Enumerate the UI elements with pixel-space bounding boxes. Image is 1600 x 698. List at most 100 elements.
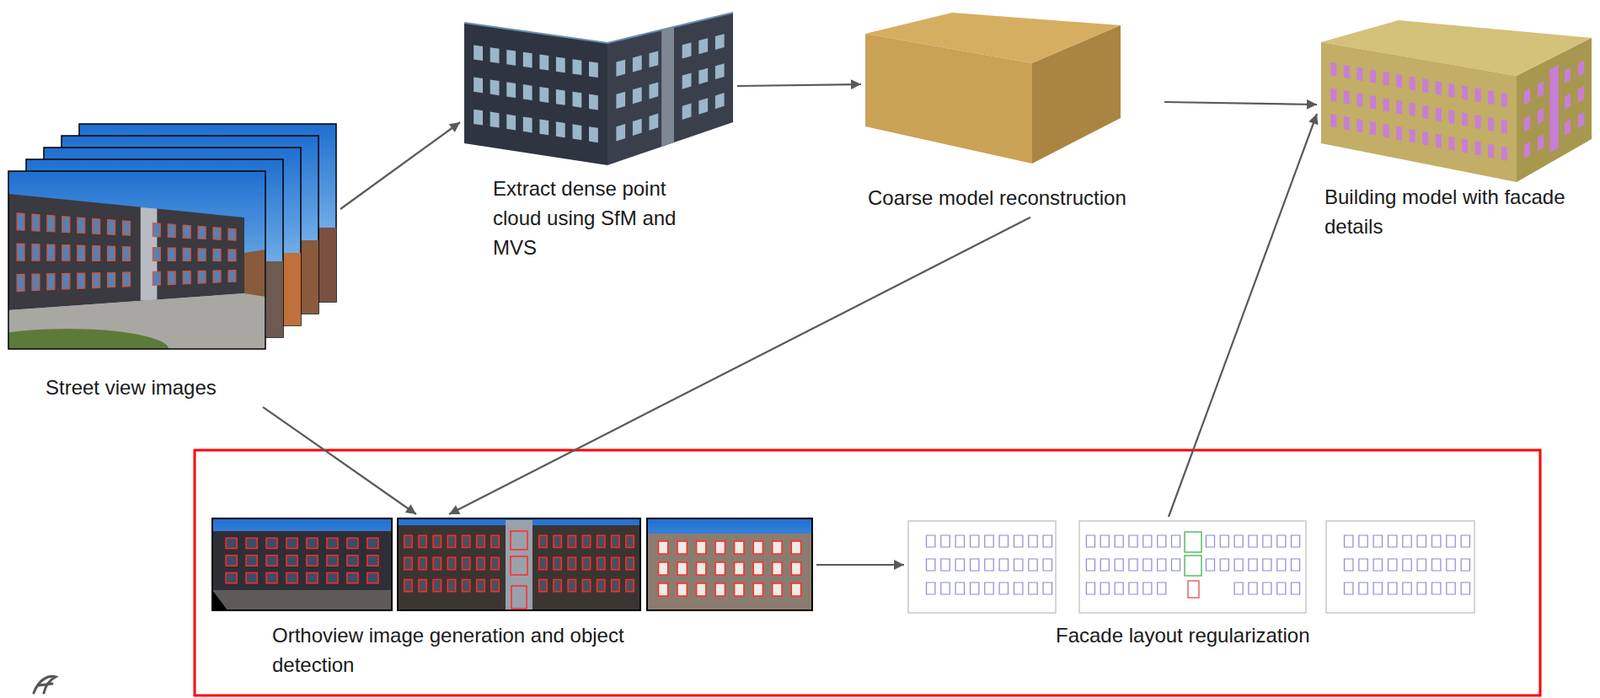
box-face (1032, 25, 1121, 164)
model-window (1422, 105, 1429, 120)
cloud-window (682, 102, 692, 120)
layout-window (1234, 558, 1243, 571)
model-window (1343, 90, 1350, 105)
layout-window (999, 535, 1008, 547)
cloud-window (523, 117, 533, 134)
cloud-window (588, 126, 599, 143)
cloud-window (490, 47, 500, 64)
model-stairwell (1549, 64, 1559, 153)
model-window (1409, 128, 1416, 144)
ortho-frame (397, 518, 641, 611)
layout-window (984, 582, 994, 594)
layout-window (955, 582, 964, 594)
ortho-window (418, 578, 427, 591)
layout-window (999, 582, 1008, 594)
layout-window (1086, 582, 1095, 594)
layout-window (1028, 558, 1038, 571)
building-model (1321, 20, 1592, 182)
photo-window (32, 214, 40, 231)
ortho-window (611, 578, 620, 591)
layout-window (1043, 582, 1052, 594)
stage-node: Orthoview image generation and object de… (212, 518, 813, 680)
ortho-window (225, 555, 237, 566)
model-window (1383, 123, 1390, 139)
layout-window (1291, 582, 1301, 594)
layout-window (941, 535, 950, 547)
model-window (1564, 119, 1571, 137)
photo-bush (8, 328, 169, 349)
layout-window (1388, 535, 1397, 547)
cloud-window (715, 92, 725, 109)
stage-node: Building model with facade details (1321, 20, 1595, 242)
ortho-building (212, 530, 392, 590)
illustration-space (1321, 20, 1595, 183)
cloud-window (572, 123, 583, 140)
cloud-window (572, 58, 583, 75)
ortho-door (511, 585, 527, 609)
ortho-window (597, 535, 605, 547)
model-window (1356, 92, 1363, 108)
layout-window (1277, 582, 1286, 594)
photo-window (123, 246, 131, 262)
layout-window (955, 535, 964, 547)
layout-window (1373, 558, 1382, 571)
layout-window (1129, 582, 1138, 594)
ortho-window (225, 537, 237, 548)
ortho-window (246, 555, 257, 566)
model-window (1524, 114, 1531, 132)
ortho-window (582, 535, 590, 547)
photo-window (228, 249, 236, 262)
orthoview-image (647, 518, 813, 611)
node-caption: Facade layout regularization (1055, 620, 1393, 651)
ortho-window (582, 556, 590, 569)
layout-window (1277, 558, 1286, 571)
ortho-sky (647, 518, 813, 611)
layout-window (984, 535, 994, 547)
ortho-window (286, 555, 298, 566)
ortho-window (658, 561, 669, 575)
ortho-window (734, 583, 744, 596)
photo-window (107, 272, 116, 287)
model-window (1564, 67, 1571, 84)
model-window (1369, 95, 1376, 110)
ortho-window (404, 535, 413, 547)
layout-window (970, 582, 980, 594)
ortho-window (418, 556, 427, 569)
layout-window (1157, 582, 1167, 594)
ortho-window (447, 556, 455, 569)
ortho-window (418, 535, 427, 547)
photo-frame (8, 171, 266, 349)
model-stairwell-group (1549, 64, 1559, 153)
ortho-window (286, 537, 298, 548)
orthoview-image (212, 518, 392, 611)
node-caption: Extract dense point cloud using SfM and … (492, 174, 708, 263)
layout-window (999, 558, 1008, 571)
photo-window (152, 271, 161, 285)
photo-house (244, 249, 266, 297)
model-window (1330, 113, 1337, 129)
layout-window (1205, 535, 1215, 547)
model-window (1383, 71, 1390, 86)
model-window (1461, 112, 1468, 127)
cloud-window (588, 94, 599, 111)
cloud-window (632, 86, 643, 104)
layout-window (970, 558, 980, 571)
ortho-window (246, 537, 257, 548)
stage-node: Coarse model reconstruction (865, 11, 1161, 214)
flow-arrow (340, 122, 461, 209)
cloud-window (715, 33, 725, 50)
layout-window (1402, 535, 1412, 547)
layout-window (1114, 535, 1124, 547)
ortho-window (582, 578, 590, 591)
layout-window (1220, 558, 1229, 571)
layout-window (1460, 582, 1470, 594)
ortho-window (367, 537, 379, 548)
model-window (1487, 117, 1494, 132)
layout-window (1432, 582, 1441, 594)
ortho-window (658, 540, 669, 554)
photo-window (197, 270, 206, 284)
cloud-window-group (473, 44, 599, 143)
orthoview-image (397, 518, 641, 611)
layout-window (1446, 558, 1456, 571)
